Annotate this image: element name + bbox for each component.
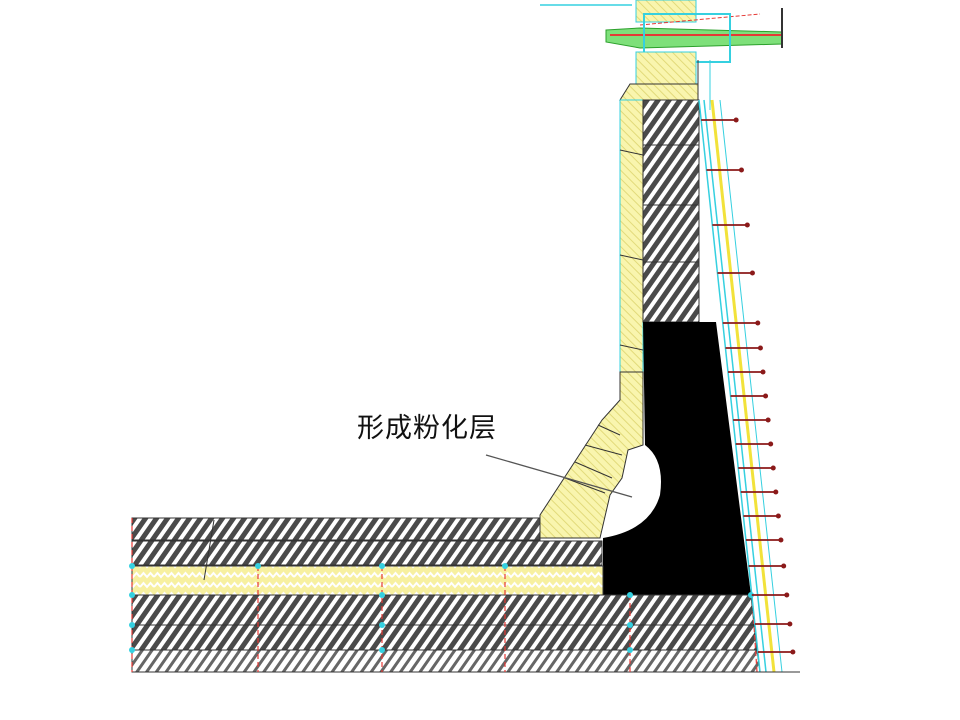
anchor-head	[744, 222, 750, 228]
anchor-head	[781, 563, 787, 569]
anchor-head	[760, 369, 766, 375]
anchor-head	[773, 489, 779, 495]
anchor-head	[768, 441, 774, 447]
anchor-head	[770, 465, 776, 471]
anchor-bolts	[701, 117, 796, 655]
anchor-head	[790, 649, 796, 655]
anchor-head	[733, 117, 739, 123]
anchor-head	[749, 270, 755, 276]
anchor-head	[763, 393, 769, 399]
powdered-zone	[603, 322, 751, 595]
leader-line	[485, 454, 633, 498]
anchor-head	[738, 167, 744, 173]
brick-joints	[564, 424, 623, 494]
top-structure	[540, 0, 783, 110]
anchor-head	[765, 417, 771, 423]
sloped-bricks	[539, 371, 644, 539]
anchor-head	[778, 537, 784, 543]
anchor-head	[775, 513, 781, 519]
annotation-label: 形成粉化层	[357, 413, 497, 444]
anchor-head	[755, 320, 761, 326]
anchor-head	[784, 592, 790, 598]
floor-lining	[129, 517, 761, 673]
steel-shell	[698, 99, 800, 673]
anchor-head	[787, 621, 793, 627]
anchor-head	[757, 345, 763, 351]
